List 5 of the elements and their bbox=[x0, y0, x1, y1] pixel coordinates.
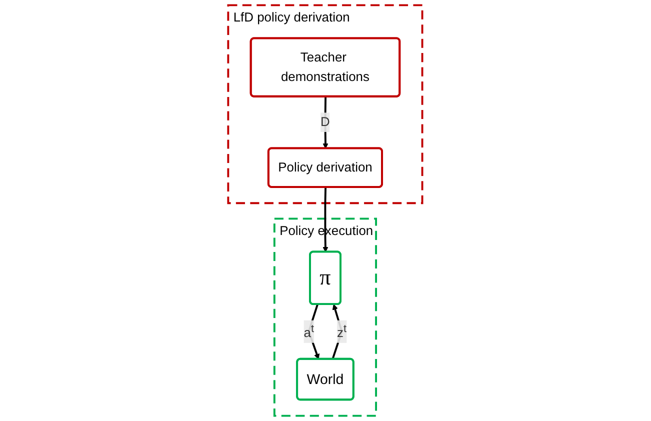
edge-label: a$^{t}$ bbox=[304, 322, 314, 340]
edge-label: z$^{t}$ bbox=[337, 322, 347, 340]
arrow bbox=[322, 96, 329, 149]
arrow bbox=[322, 187, 329, 252]
edge-label: D bbox=[320, 115, 330, 130]
